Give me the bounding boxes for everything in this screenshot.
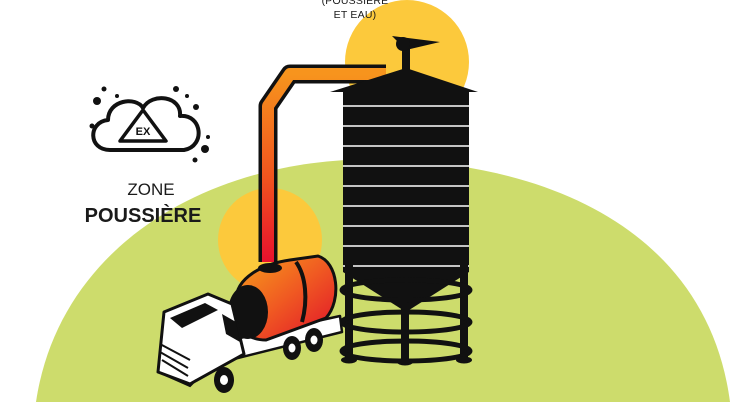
top-note: (POUSSIÈRE ET EAU)	[318, 0, 392, 22]
ex-badge-text: EX	[136, 126, 151, 138]
zone-label-line1: ZONE	[96, 180, 206, 200]
dust-zone-icon	[90, 86, 211, 163]
zone-label-line2: POUSSIÈRE	[58, 203, 228, 229]
